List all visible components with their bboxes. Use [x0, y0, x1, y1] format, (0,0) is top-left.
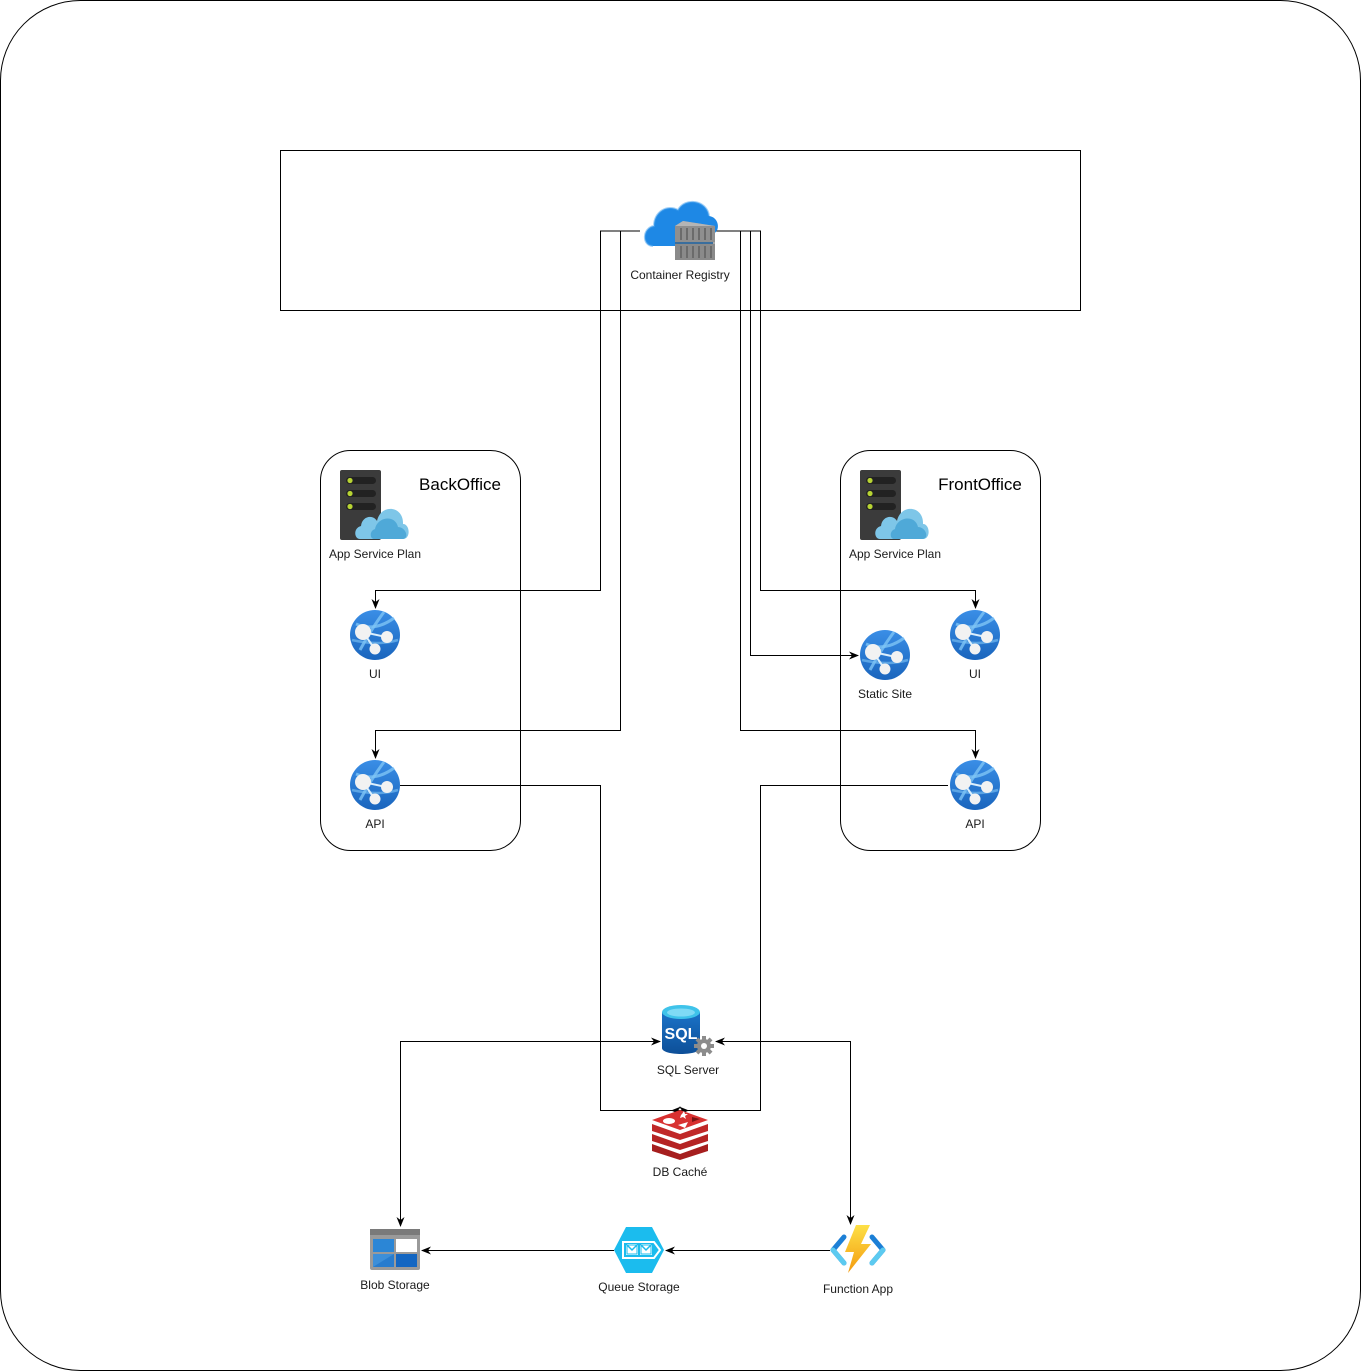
fo-app-service-plan-label: App Service Plan: [848, 547, 942, 561]
queue-storage-label: Queue Storage: [598, 1280, 680, 1294]
edge-blob-sql: [396, 1037, 661, 1227]
sql-server-icon[interactable]: SQL: [662, 1005, 714, 1056]
edge-registry-bo-ui: [371, 230, 640, 609]
blob-storage-label: Blob Storage: [360, 1278, 430, 1292]
function-app-icon[interactable]: [830, 1225, 886, 1273]
edge-registry-bo-api: [371, 230, 640, 759]
container-registry-label: Container Registry: [630, 268, 730, 282]
svg-text:SQL: SQL: [665, 1026, 698, 1043]
fo-ui-label: UI: [969, 667, 981, 681]
bo-api-icon[interactable]: [348, 758, 402, 812]
blob-storage-icon[interactable]: [370, 1229, 420, 1270]
edge-registry-fo-ui: [712, 230, 980, 609]
frontoffice-title: FrontOffice: [938, 475, 1022, 494]
frontoffice-group: [840, 450, 1041, 851]
db-cache-label: DB Caché: [652, 1165, 708, 1179]
fo-api-label: API: [965, 817, 985, 831]
sql-server-label: SQL Server: [656, 1063, 720, 1077]
backoffice-title: BackOffice: [419, 475, 501, 494]
backoffice-group: [320, 450, 521, 851]
container-registry-icon[interactable]: [643, 200, 718, 260]
registry-zone: [280, 150, 1081, 311]
fo-static-site-icon[interactable]: [858, 628, 912, 682]
edge-function-sql: [715, 1037, 855, 1225]
queue-storage-icon[interactable]: [614, 1227, 664, 1273]
redis-cache-icon[interactable]: [652, 1110, 708, 1160]
bo-app-service-plan-label: App Service Plan: [328, 547, 422, 561]
fo-static-site-label: Static Site: [857, 687, 913, 701]
fo-ui-icon[interactable]: [948, 608, 1002, 662]
bo-api-label: API: [365, 817, 385, 831]
bo-ui-label: UI: [369, 667, 381, 681]
fo-api-icon[interactable]: [948, 758, 1002, 812]
function-app-label: Function App: [822, 1282, 894, 1296]
bo-ui-icon[interactable]: [348, 608, 402, 662]
